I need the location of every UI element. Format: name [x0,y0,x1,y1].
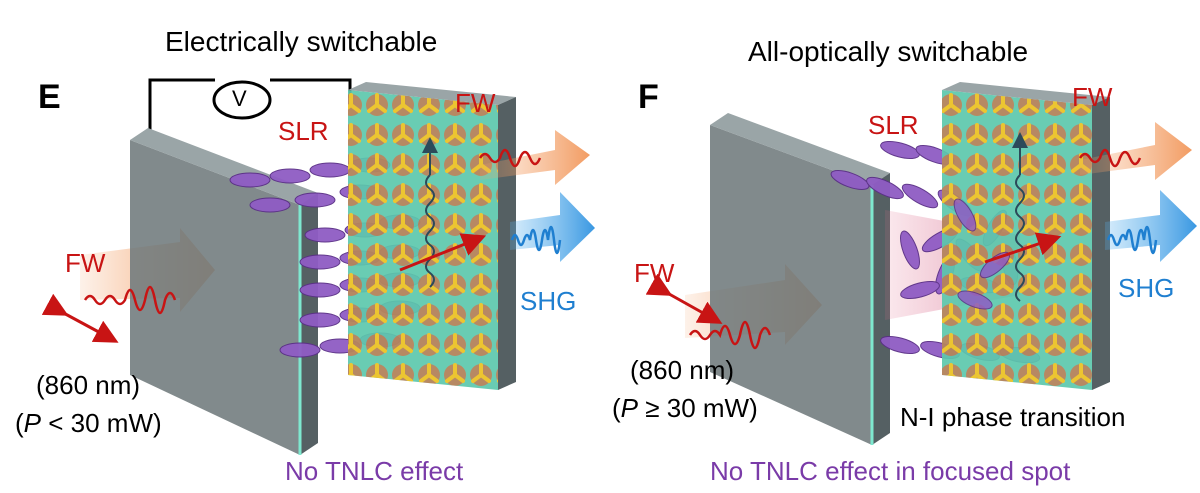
panel-e-title: Electrically switchable [165,26,438,57]
panel-f-slr-label: SLR [868,110,919,140]
panel-f-title: All-optically switchable [748,36,1029,67]
panel-e-power-symbol: P [23,408,42,438]
shg-inner-wave [1015,174,1025,302]
panel-e-fw-out-label: FW [455,88,496,118]
fw-polarization-arrow [645,273,723,324]
panel-e-drawing [41,78,595,455]
fw-polarization-arrow [41,293,119,343]
panel-e-power-value: < 30 mW) [41,408,162,438]
slr-polarization-arrow [399,233,487,272]
panel-f-power-value: ≥ 30 mW) [638,393,758,423]
panel-f-fw-out-label: FW [1072,82,1113,112]
panel-f: All-optically switchable F SLR FW FW SHG… [600,0,1200,493]
fw-output-beam [1080,122,1192,180]
panel-f-drawing [645,82,1197,445]
panel-e-slr-label: SLR [278,116,329,146]
back-substrate [130,140,300,455]
panel-e-caption: No TNLC effect [285,456,464,486]
shg-output-beam [1105,190,1197,262]
slr-polarization-arrow [984,232,1062,264]
panel-f-power: (P ≥ 30 mW) [612,393,758,423]
shg-inner-wave [425,174,435,288]
panel-f-shg-label: SHG [1118,273,1175,303]
panel-f-letter: F [638,78,659,116]
fw-input-wave [688,320,772,350]
panel-f-transition-label: N-I phase transition [900,402,1126,432]
fw-output-beam [480,130,590,185]
panel-e-power: (P < 30 mW) [15,408,162,438]
panel-f-fw-in-label: FW [634,258,675,288]
shg-output-beam [510,192,595,262]
shg-output-wave [510,225,562,255]
back-substrate [710,125,872,445]
panel-e-fw-in-label: FW [65,248,106,278]
panel-f-power-symbol: P [620,393,639,423]
panel-f-caption: No TNLC effect in focused spot [710,456,1071,486]
panel-f-wavelength: (860 nm) [630,355,735,385]
panel-e-shg-label: SHG [520,286,577,316]
shg-output-wave [1106,225,1158,255]
panel-e-wavelength: (860 nm) [36,370,141,400]
panel-e-letter: E [38,78,61,116]
voltmeter-label: V [232,86,247,111]
voltmeter-icon [212,80,272,120]
panel-e: Electrically switchable E V SLR FW FW SH… [15,26,595,486]
